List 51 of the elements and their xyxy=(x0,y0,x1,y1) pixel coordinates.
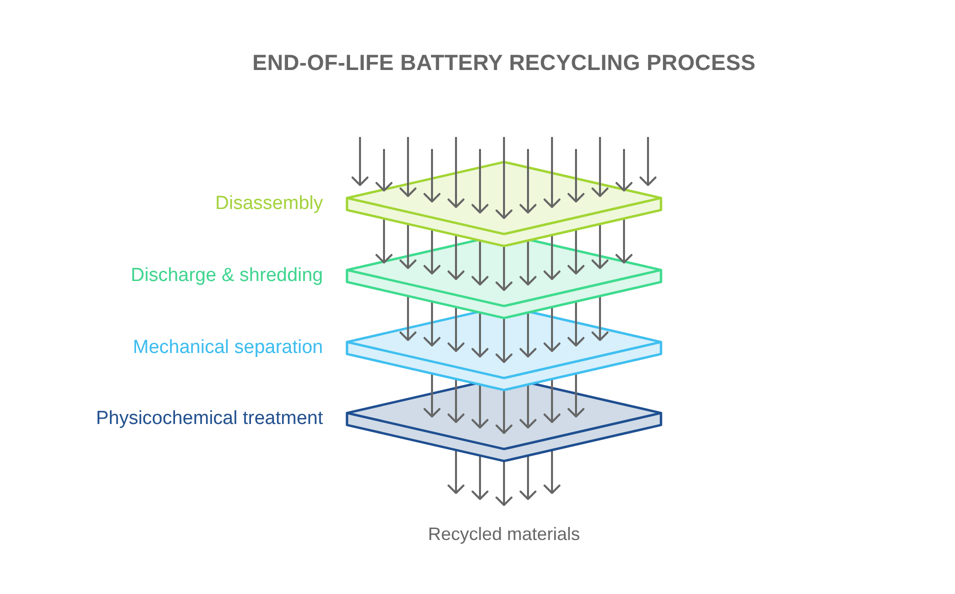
arrow xyxy=(520,240,536,286)
arrow xyxy=(472,240,488,286)
step-label: Disassembly xyxy=(215,193,323,215)
output-label: Recycled materials xyxy=(428,523,580,545)
arrow xyxy=(496,317,512,363)
arrow xyxy=(376,149,392,192)
arrow xyxy=(568,300,584,346)
arrow xyxy=(520,384,536,428)
arrow xyxy=(352,137,368,186)
arrow xyxy=(496,137,512,219)
arrow xyxy=(424,228,440,274)
arrow xyxy=(568,228,584,274)
arrow xyxy=(472,312,488,358)
arrow xyxy=(424,149,440,202)
arrow xyxy=(592,137,608,197)
arrow xyxy=(520,454,536,500)
arrow xyxy=(616,149,632,192)
arrow xyxy=(448,137,464,208)
title: END-OF-LIFE BATTERY RECYCLING PROCESS xyxy=(251,49,757,77)
arrow xyxy=(472,149,488,214)
arrow xyxy=(496,389,512,434)
arrow xyxy=(592,222,608,269)
arrow xyxy=(544,449,560,494)
arrow xyxy=(400,294,416,341)
arrow xyxy=(448,378,464,423)
step-label: Mechanical separation xyxy=(132,337,323,359)
arrow xyxy=(520,312,536,358)
arrow xyxy=(400,137,416,197)
arrow xyxy=(472,454,488,500)
arrow xyxy=(496,245,512,291)
arrow xyxy=(544,137,560,208)
arrow xyxy=(592,294,608,341)
arrow xyxy=(472,384,488,428)
arrow xyxy=(568,149,584,202)
arrow xyxy=(448,449,464,494)
arrow xyxy=(640,137,656,186)
arrow xyxy=(544,378,560,423)
arrow xyxy=(496,460,512,506)
arrow xyxy=(376,217,392,264)
arrow xyxy=(424,300,440,346)
arrow xyxy=(448,306,464,352)
arrow xyxy=(520,149,536,214)
arrow xyxy=(544,234,560,280)
step-label: Physicochemical treatment xyxy=(96,408,323,430)
arrow xyxy=(448,234,464,280)
arrow xyxy=(568,372,584,418)
arrow xyxy=(424,372,440,418)
arrow xyxy=(544,306,560,352)
arrow xyxy=(616,217,632,264)
arrow xyxy=(400,222,416,269)
step-label: Discharge & shredding xyxy=(130,265,323,287)
